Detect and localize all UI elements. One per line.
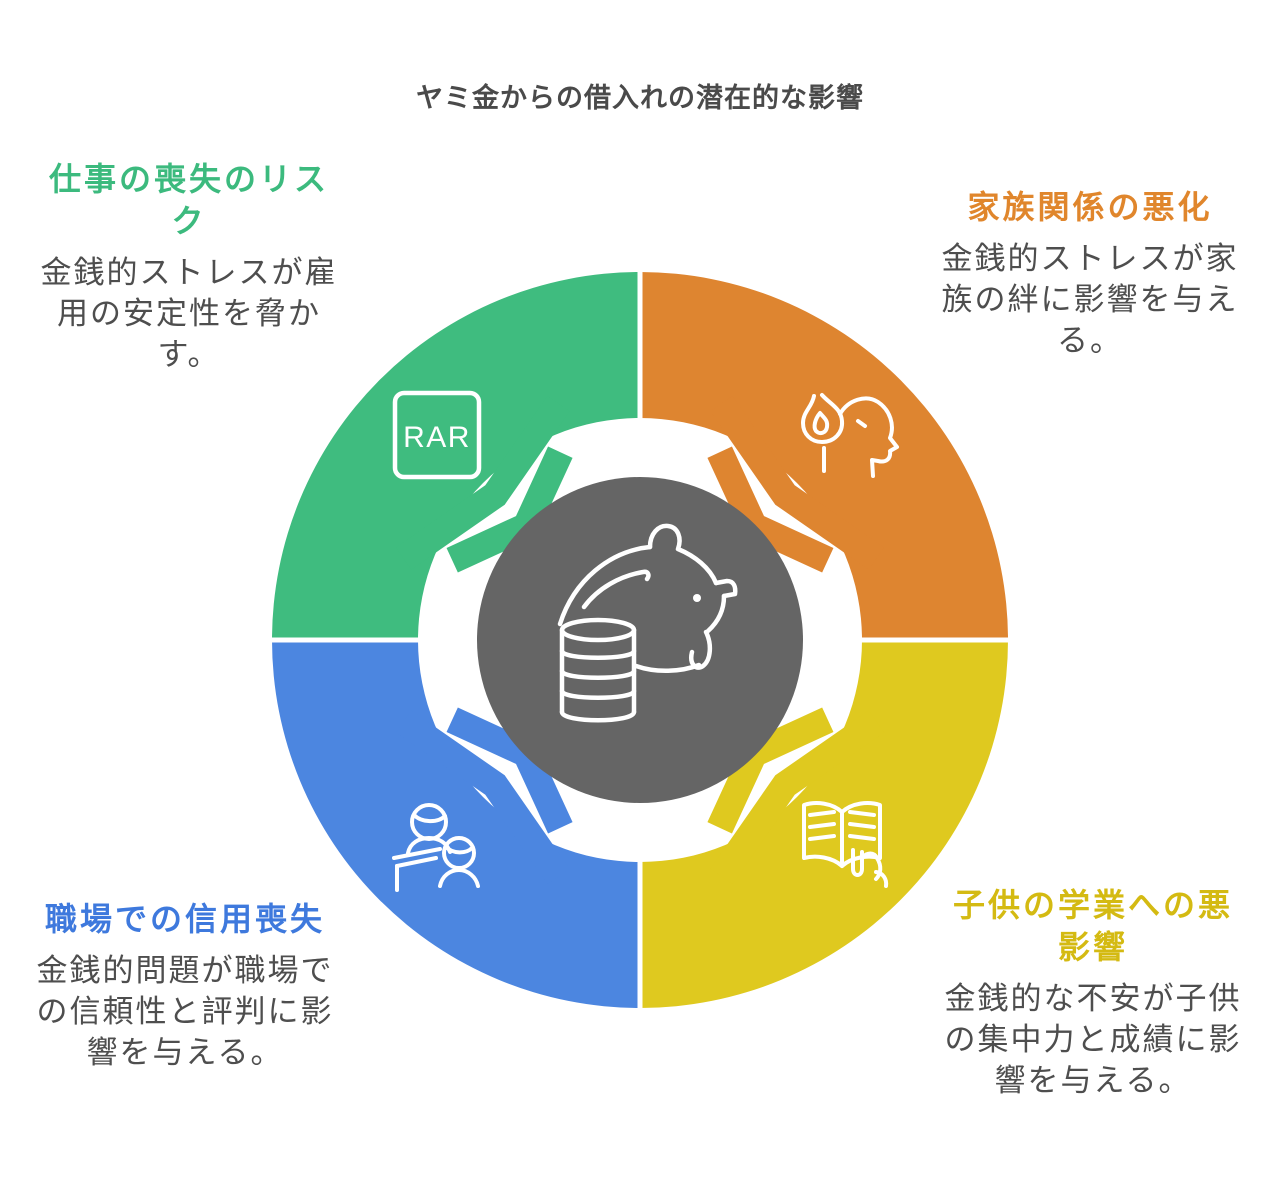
callout-body: 金銭的ストレスが家族の絆に影響を与える。 <box>941 241 1239 358</box>
callout-family-relations: 家族関係の悪化 金銭的ストレスが家族の絆に影響を与える。 <box>940 186 1240 361</box>
stressed-head-flame-icon <box>801 393 899 478</box>
callout-heading: 職場での信用喪失 <box>44 901 325 937</box>
page-title: ヤミ金からの借入れの潜在的な影響 <box>416 83 864 113</box>
callout-body: 金銭的な不安が子供の集中力と成績に影響を与える。 <box>944 981 1242 1098</box>
rar-file-icon: RAR <box>392 390 482 480</box>
people-meeting-desk-icon <box>392 803 480 892</box>
rar-label: RAR <box>403 421 471 454</box>
quadrant-top-left-green <box>272 272 640 640</box>
callout-workplace-trust: 職場での信用喪失 金銭的問題が職場での信頼性と評判に影響を与える。 <box>35 898 335 1073</box>
quadrant-separators <box>270 270 1010 1010</box>
callout-heading: 子供の学業への悪影響 <box>952 887 1233 965</box>
callout-body: 金銭的ストレスが雇用の安定性を脅かす。 <box>40 255 338 372</box>
callout-heading: 家族関係の悪化 <box>967 189 1213 225</box>
center-circle <box>477 477 803 803</box>
callout-children-study: 子供の学業への悪影響 金銭的な不安が子供の集中力と成績に影響を与える。 <box>943 884 1243 1101</box>
open-book-hand-icon <box>802 801 889 888</box>
piggy-bank-coins-icon <box>557 523 738 723</box>
callout-body: 金銭的問題が職場での信頼性と評判に影響を与える。 <box>36 953 334 1070</box>
callout-job-loss: 仕事の喪失のリスク 金銭的ストレスが雇用の安定性を脅かす。 <box>39 158 339 375</box>
callout-heading: 仕事の喪失のリスク <box>48 161 329 239</box>
quadrant-bottom-left-blue <box>272 640 640 1008</box>
